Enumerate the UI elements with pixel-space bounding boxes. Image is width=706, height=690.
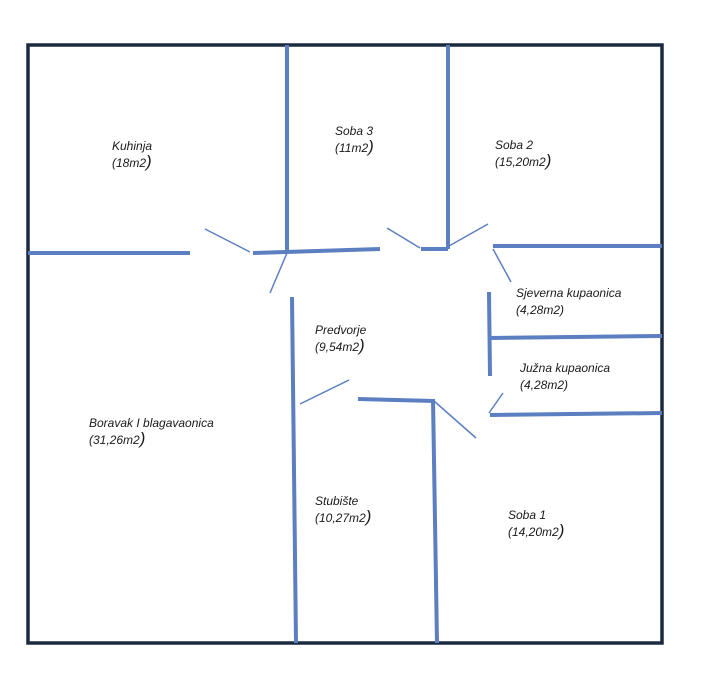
room-label-stubiste: Stubište (10,27m2): [315, 493, 371, 526]
room-area: (31,26m2: [89, 433, 140, 447]
wall-bathroom-left: [487, 291, 492, 377]
room-area: (9,54m2: [315, 340, 360, 354]
wall-bathroom-bottom: [489, 411, 663, 417]
room-area: (4,28m2): [520, 378, 569, 392]
wall-soba3-bottom: [252, 247, 381, 255]
room-name: Predvorje: [315, 323, 367, 337]
room-area: (11m2: [335, 141, 369, 155]
wall-living-stairs: [290, 296, 298, 644]
room-area: (4,28m2): [516, 303, 565, 317]
door-stairs: [299, 379, 350, 405]
room-label-kuhinja: Kuhinja (18m2): [112, 138, 152, 171]
room-area: (18m2: [112, 156, 147, 170]
area-paren: ): [365, 507, 372, 526]
room-area: (15,20m2: [495, 155, 546, 169]
room-label-sjeverna-kupaonica: Sjeverna kupaonica (4,28m2): [516, 285, 621, 318]
door-north-bathroom: [492, 248, 512, 283]
area-paren: ): [368, 137, 374, 156]
room-name: Boravak I blagavaonica: [89, 416, 214, 430]
area-paren: ): [545, 151, 552, 170]
room-label-soba-3: Soba 3 (11m2): [335, 123, 374, 156]
door-south-bathroom: [488, 392, 504, 414]
room-label-predvorje: Predvorje (9,54m2): [315, 322, 366, 355]
room-area: (10,27m2: [315, 511, 366, 525]
room-name: Soba 3: [335, 124, 374, 138]
wall-stairs-soba1: [431, 398, 439, 644]
area-paren: ): [139, 429, 146, 448]
door-living: [269, 252, 288, 294]
door-kitchen: [204, 228, 251, 253]
room-label-boravak: Boravak I blagavaonica (31,26m2): [89, 415, 214, 448]
door-soba2: [448, 223, 489, 247]
door-soba1: [433, 400, 477, 439]
outer-wall: [26, 43, 664, 645]
room-name: Sjeverna kupaonica: [516, 286, 622, 300]
wall-stairs-top: [357, 397, 436, 403]
room-area: (14,20m2: [508, 525, 559, 539]
room-label-soba-2: Soba 2 (15,20m2): [495, 137, 551, 170]
wall-bathroom-divider: [488, 334, 663, 340]
room-name: Južna kupaonica: [520, 361, 611, 375]
door-soba3: [386, 227, 421, 249]
room-label-juzna-kupaonica: Južna kupaonica (4,28m2): [520, 360, 610, 393]
room-name: Soba 1: [508, 508, 547, 522]
room-label-soba-1: Soba 1 (14,20m2): [508, 507, 564, 540]
room-name: Stubište: [315, 494, 359, 508]
area-paren: ): [146, 152, 152, 171]
area-paren: ): [359, 336, 365, 355]
room-name: Kuhinja: [112, 139, 153, 153]
area-paren: ): [558, 521, 565, 540]
room-name: Soba 2: [495, 138, 534, 152]
